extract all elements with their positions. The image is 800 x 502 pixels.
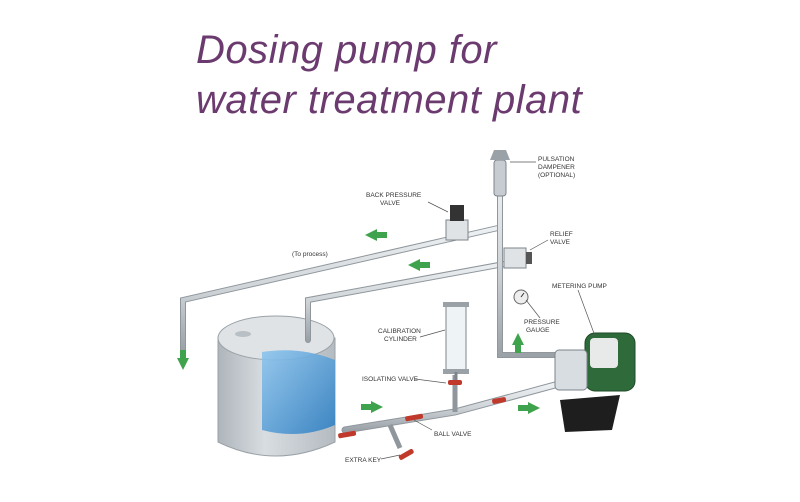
label-to-process: (To process): [292, 251, 328, 258]
label-pulsation-dampener-3: (OPTIONAL): [538, 172, 575, 179]
label-calibration-2: CYLINDER: [384, 336, 417, 343]
label-isolating-valve: ISOLATING VALVE: [362, 376, 419, 383]
flow-arrow-icon: [512, 333, 524, 345]
valve-handles: [338, 380, 507, 460]
relief-valve: [503, 247, 532, 269]
flow-arrow-icon: [365, 229, 377, 241]
label-calibration-1: CALIBRATION: [378, 328, 421, 335]
label-ball-valve: BALL VALVE: [434, 431, 472, 438]
label-pulsation-dampener-1: PULSATION: [538, 156, 575, 163]
pulsation-dampener: [490, 150, 510, 197]
leader-lines: [380, 161, 596, 460]
label-metering-pump: METERING PUMP: [552, 283, 607, 290]
title-line-1: Dosing pump for: [196, 28, 497, 72]
label-drain-valve: EXTRA KEY: [345, 457, 382, 464]
label-back-pressure-1: BACK PRESSURE: [366, 192, 422, 199]
flow-arrow-icon: [528, 402, 540, 414]
storage-tank: [217, 315, 336, 457]
calibration-cylinder: [443, 302, 469, 385]
flow-arrow-icon: [408, 259, 420, 271]
back-pressure-valve: [445, 205, 469, 241]
label-relief-2: VALVE: [550, 239, 571, 246]
title-line-2: water treatment plant: [196, 78, 583, 122]
return-line: [180, 225, 501, 353]
flow-arrows: [177, 229, 540, 414]
label-pressure-gauge-2: GAUGE: [526, 327, 550, 334]
recirculation-line: [305, 259, 518, 343]
discharge-riser: [497, 177, 558, 358]
label-back-pressure-2: VALVE: [380, 200, 401, 207]
flow-arrow-icon: [177, 358, 189, 370]
pressure-gauge: [513, 289, 529, 305]
flow-arrow-icon: [371, 401, 383, 413]
metering-pump: [554, 332, 636, 432]
label-pulsation-dampener-2: DAMPENER: [538, 164, 575, 171]
label-relief-1: RELIEF: [550, 231, 573, 238]
label-pressure-gauge-1: PRESSURE: [524, 319, 560, 326]
